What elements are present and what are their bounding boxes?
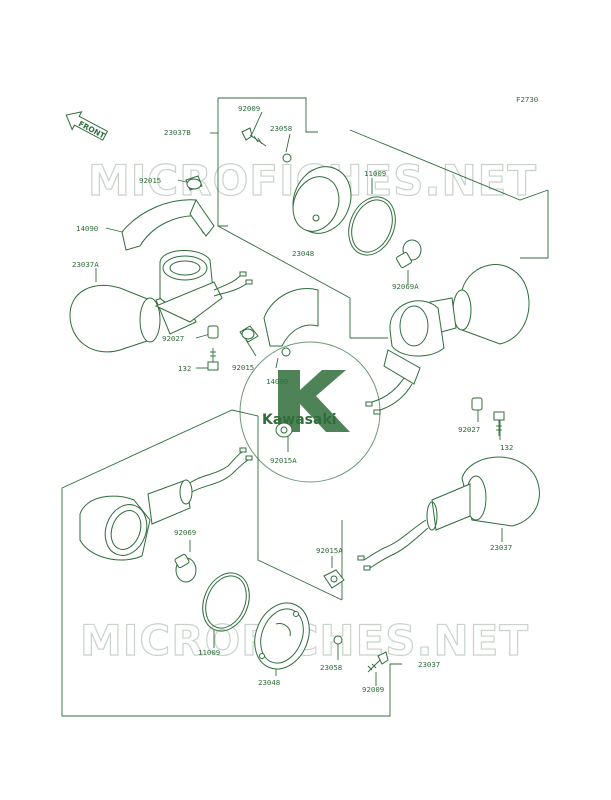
label-23037A: 23037A — [72, 260, 99, 269]
part-labels: 23037B 92009 23058 11009 92015 23048 140… — [72, 104, 513, 694]
bolt-132-left — [207, 348, 219, 371]
label-11009-low: 11009 — [198, 648, 220, 657]
turn-signal-lamp-23037 — [357, 456, 540, 571]
washer-23058-top — [282, 153, 292, 163]
label-92015A-low: 92015A — [316, 546, 343, 555]
nut-92015A-mid — [275, 422, 293, 438]
wiring-left — [213, 271, 253, 297]
nut-92015-mid — [239, 325, 259, 343]
bolt-132-right — [493, 411, 505, 436]
nut-92015A-low — [323, 569, 345, 589]
label-23048-low: 23048 — [258, 678, 280, 687]
bracket-14090-mid — [263, 288, 319, 357]
label-92069A: 92069A — [392, 282, 419, 291]
kawasaki-logo-icon: Kawasaki — [239, 341, 381, 483]
bulb-92069A — [396, 239, 422, 268]
brand-logo-text: Kawasaki — [262, 412, 337, 428]
washer-23058-low — [333, 635, 343, 645]
bulb-92069 — [174, 553, 197, 583]
assembly-boundary-lower — [61, 409, 402, 717]
diagram-code: F2730 — [516, 95, 538, 104]
label-14090-mid: 14090 — [266, 377, 288, 386]
label-92069: 92069 — [174, 528, 196, 537]
nut-92015-top — [185, 175, 203, 191]
label-92027-right: 92027 — [458, 425, 480, 434]
label-92015-top: 92015 — [139, 176, 161, 185]
label-92009-low: 92009 — [362, 685, 384, 694]
turn-signal-lamp-lower-left — [79, 479, 193, 561]
front-arrow-label: FRONT — [77, 119, 107, 141]
label-23037B: 23037B — [164, 128, 191, 137]
label-14090-left: 14090 — [76, 224, 98, 233]
turn-signal-lamp-right — [383, 264, 530, 385]
screw-92009-top — [241, 127, 267, 147]
lens-23048-low — [254, 602, 310, 670]
turn-signal-lamp-23037A — [69, 249, 223, 353]
label-92015A-mid: 92015A — [270, 456, 297, 465]
label-23048-top: 23048 — [292, 249, 314, 258]
label-132-left: 132 — [178, 364, 191, 373]
label-23058-top: 23058 — [270, 124, 292, 133]
wiring-lower-left — [185, 447, 253, 495]
label-23058-low: 23058 — [320, 663, 342, 672]
label-132-right: 132 — [500, 443, 513, 452]
screw-92009-low — [367, 651, 389, 673]
label-92009-top: 92009 — [238, 104, 260, 113]
lens-23048-top — [292, 166, 352, 234]
o-ring-11009-top — [348, 196, 396, 256]
wiring-right — [365, 377, 413, 415]
label-23037-low: 23037 — [418, 660, 440, 669]
o-ring-11009-low — [202, 572, 250, 632]
front-arrow-icon: FRONT — [65, 111, 109, 141]
collar-92027-right — [471, 397, 483, 411]
bracket-14090-left — [121, 198, 215, 251]
label-92027-left: 92027 — [162, 334, 184, 343]
assembly-boundary-upper — [210, 97, 549, 339]
label-11009-top: 11009 — [364, 169, 386, 178]
label-23037: 23037 — [490, 543, 512, 552]
label-92015-mid: 92015 — [232, 363, 254, 372]
collar-92027-left — [207, 325, 219, 339]
